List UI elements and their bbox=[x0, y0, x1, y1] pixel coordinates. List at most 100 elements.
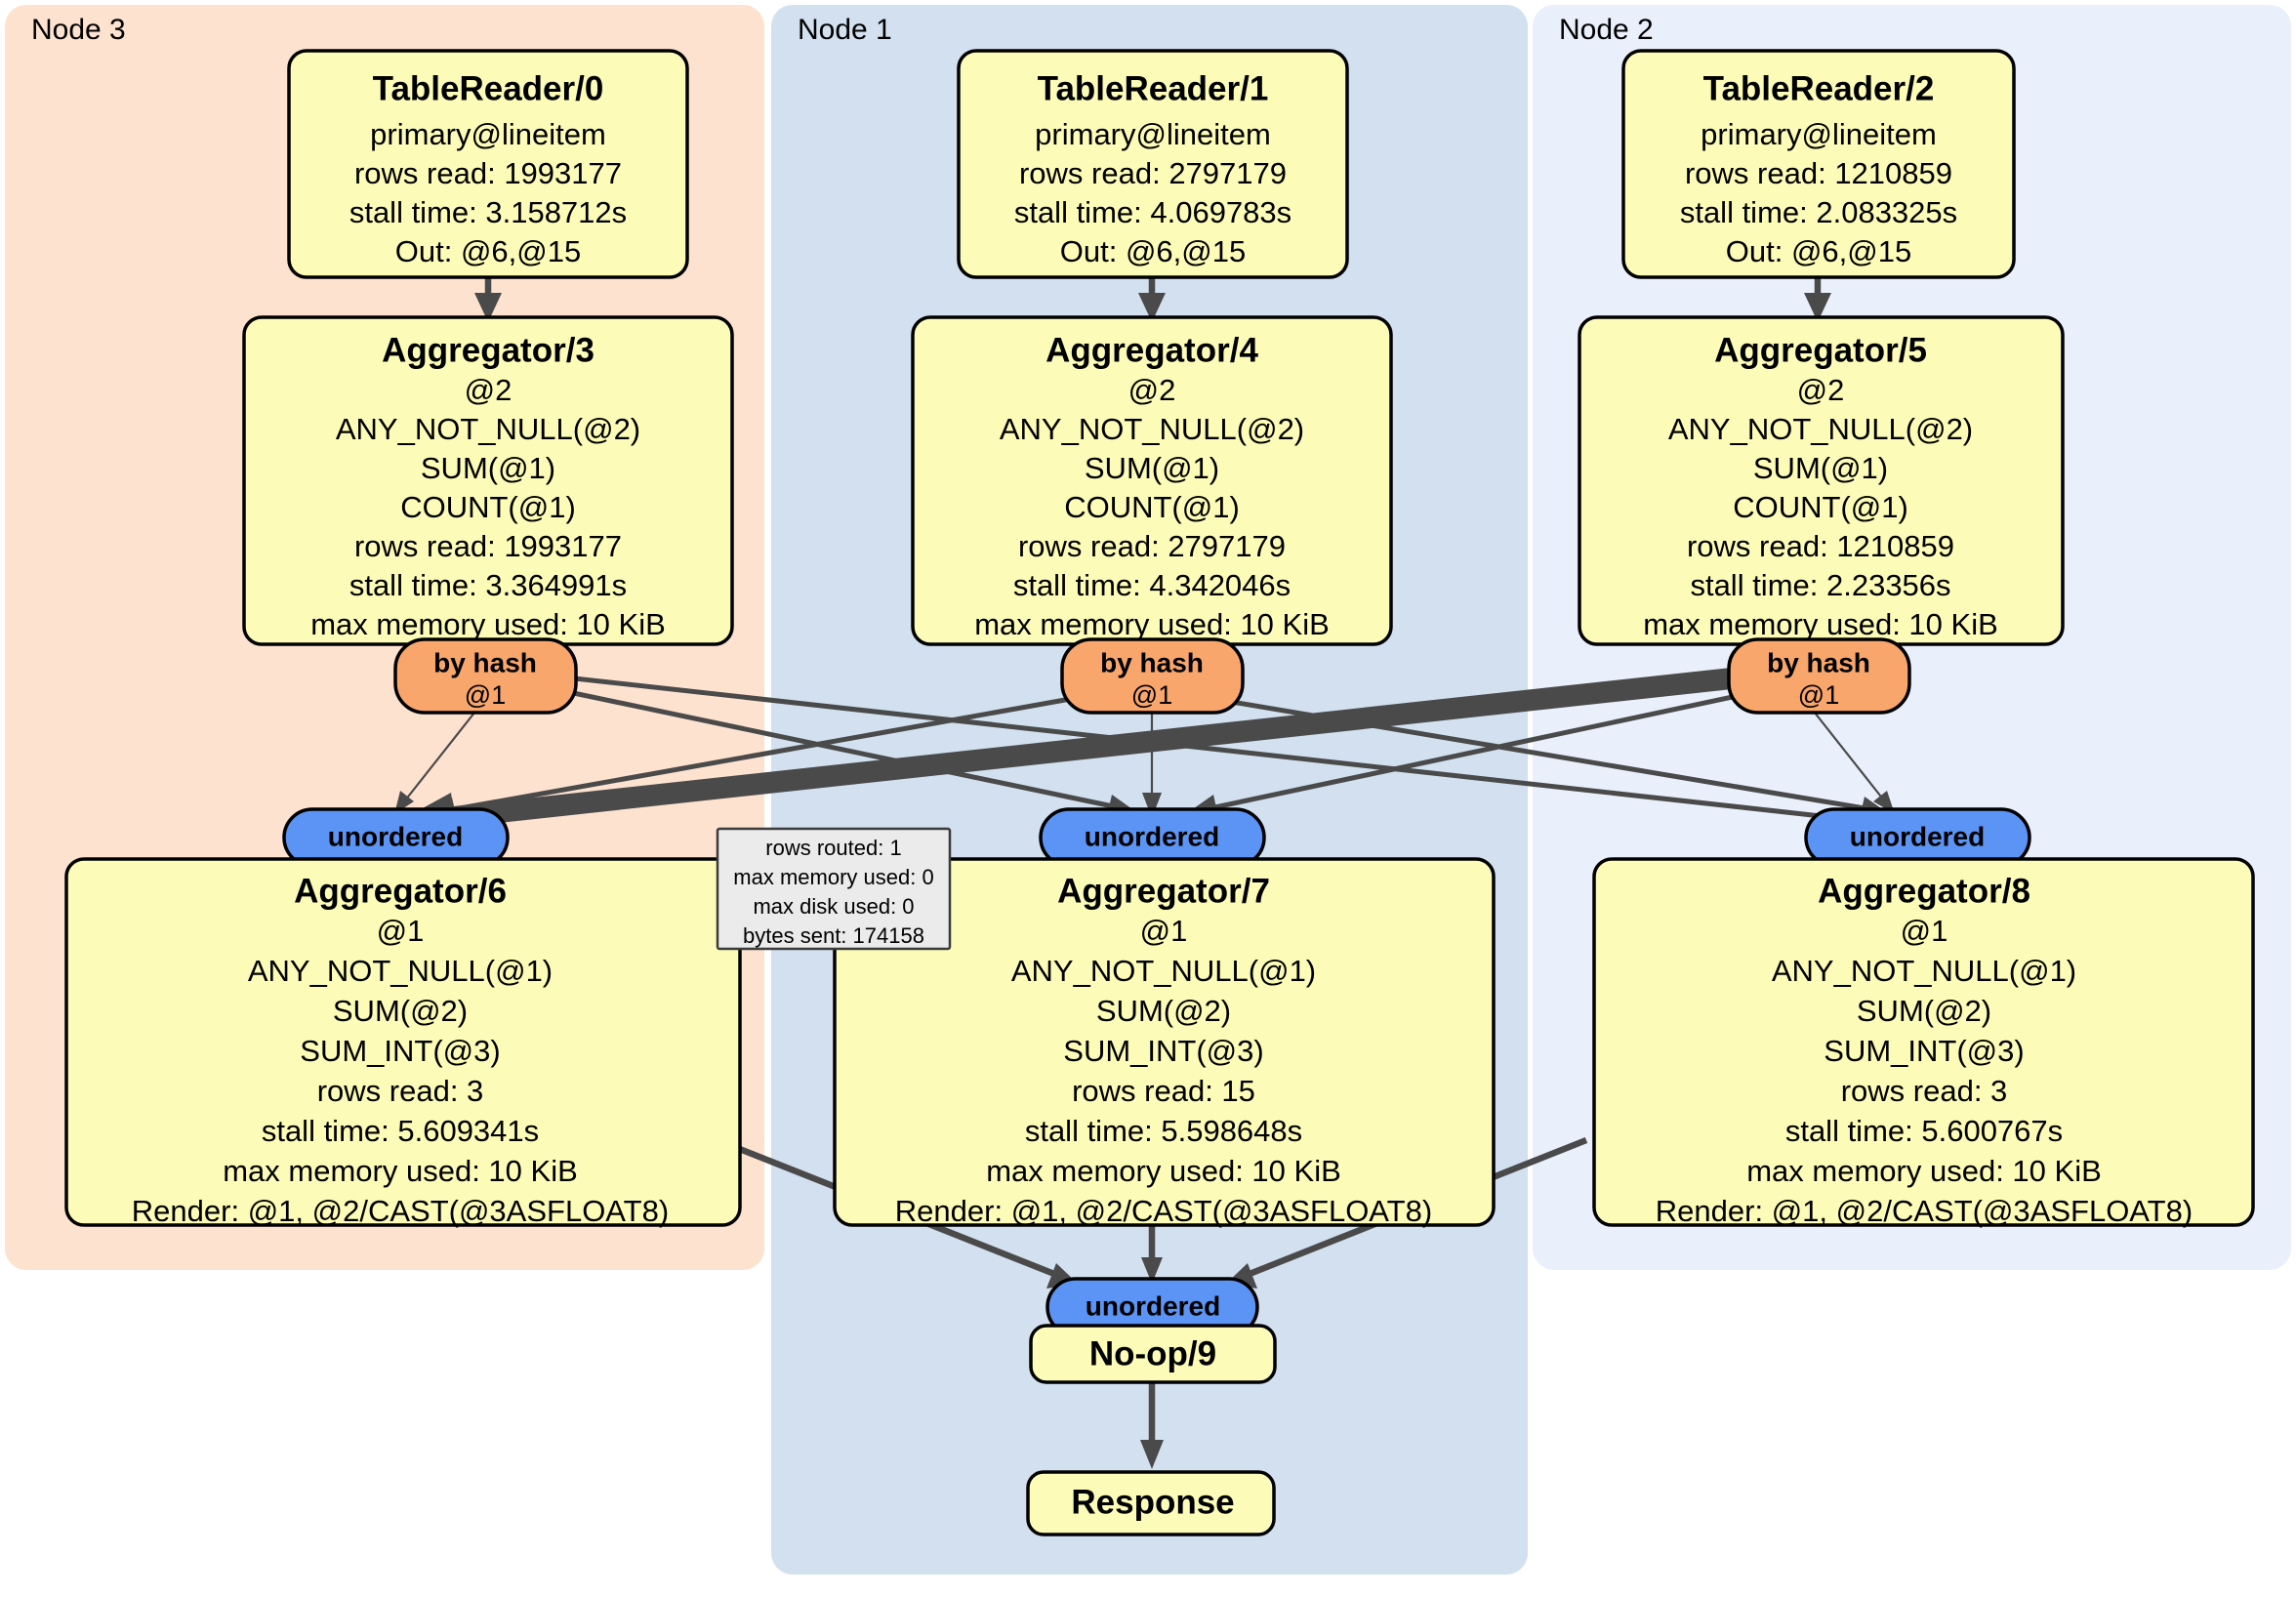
processor-aggregator3[interactable]: Aggregator/3 @2 ANY_NOT_NULL(@2) SUM(@1)… bbox=[242, 315, 734, 646]
tooltip-line-0: rows routed: 1 bbox=[765, 836, 901, 860]
processor-tablereader0[interactable]: TableReader/0 primary@lineitem rows read… bbox=[287, 49, 689, 279]
aggregator5-line-0: @2 bbox=[1797, 373, 1845, 407]
cluster-node2-label: Node 2 bbox=[1559, 14, 1654, 46]
aggregator5-line-1: ANY_NOT_NULL(@2) bbox=[1668, 412, 1973, 446]
aggregator4-line-4: rows read: 2797179 bbox=[1018, 529, 1286, 563]
aggregator5-line-4: rows read: 1210859 bbox=[1687, 529, 1954, 563]
tablereader2-line-0: primary@lineitem bbox=[1701, 117, 1937, 151]
processor-response[interactable]: Response bbox=[1026, 1470, 1276, 1536]
aggregator6-line-0: @1 bbox=[377, 914, 425, 948]
input-unordered-final[interactable]: unordered bbox=[1046, 1277, 1259, 1337]
edge-noop9-to-response bbox=[1140, 1376, 1164, 1469]
aggregator3-line-5: stall time: 3.364991s bbox=[349, 568, 627, 602]
byhash-left-sub: @1 bbox=[465, 680, 506, 710]
aggregator7-title: Aggregator/7 bbox=[1057, 872, 1270, 910]
aggregator8-line-4: rows read: 3 bbox=[1841, 1074, 2008, 1108]
aggregator6-line-4: rows read: 3 bbox=[317, 1074, 484, 1108]
router-byhash-center[interactable]: by hash @1 bbox=[1060, 637, 1245, 715]
aggregator4-line-5: stall time: 4.342046s bbox=[1013, 568, 1291, 602]
aggregator7-line-7: Render: @1, @2/CAST(@3ASFLOAT8) bbox=[895, 1194, 1432, 1228]
aggregator8-line-5: stall time: 5.600767s bbox=[1785, 1114, 2063, 1148]
tablereader0-title: TableReader/0 bbox=[373, 69, 604, 107]
aggregator8-line-2: SUM(@2) bbox=[1857, 994, 1991, 1028]
aggregator8-line-1: ANY_NOT_NULL(@1) bbox=[1772, 954, 2076, 988]
tablereader1-line-2: stall time: 4.069783s bbox=[1014, 195, 1292, 229]
aggregator6-line-5: stall time: 5.609341s bbox=[262, 1114, 539, 1148]
aggregator8-line-3: SUM_INT(@3) bbox=[1824, 1034, 2024, 1068]
aggregator6-line-1: ANY_NOT_NULL(@1) bbox=[248, 954, 553, 988]
aggregator7-line-1: ANY_NOT_NULL(@1) bbox=[1011, 954, 1316, 988]
router-byhash-right[interactable]: by hash @1 bbox=[1727, 637, 1911, 715]
aggregator3-line-1: ANY_NOT_NULL(@2) bbox=[336, 412, 640, 446]
unordered-left-label: unordered bbox=[328, 821, 463, 851]
processor-noop9[interactable]: No-op/9 bbox=[1029, 1324, 1277, 1384]
processor-tablereader1[interactable]: TableReader/1 primary@lineitem rows read… bbox=[957, 49, 1349, 279]
aggregator5-line-2: SUM(@1) bbox=[1753, 451, 1888, 485]
aggregator7-line-5: stall time: 5.598648s bbox=[1025, 1114, 1302, 1148]
processor-aggregator7[interactable]: Aggregator/7 @1 ANY_NOT_NULL(@1) SUM(@2)… bbox=[833, 857, 1496, 1228]
processor-tablereader2[interactable]: TableReader/2 primary@lineitem rows read… bbox=[1621, 49, 2016, 279]
aggregator5-line-6: max memory used: 10 KiB bbox=[1643, 607, 1998, 641]
aggregator7-line-3: SUM_INT(@3) bbox=[1063, 1034, 1263, 1068]
tablereader1-line-3: Out: @6,@15 bbox=[1060, 234, 1246, 268]
input-unordered-center[interactable]: unordered bbox=[1039, 807, 1266, 868]
router-byhash-left[interactable]: by hash @1 bbox=[393, 637, 578, 715]
edge-tablereader1-aggregator4 bbox=[1138, 276, 1166, 322]
tooltip-line-1: max memory used: 0 bbox=[733, 865, 933, 889]
processor-aggregator4[interactable]: Aggregator/4 @2 ANY_NOT_NULL(@2) SUM(@1)… bbox=[911, 315, 1393, 646]
aggregator8-line-7: Render: @1, @2/CAST(@3ASFLOAT8) bbox=[1656, 1194, 2193, 1228]
aggregator4-line-0: @2 bbox=[1128, 373, 1176, 407]
aggregator4-line-2: SUM(@1) bbox=[1085, 451, 1219, 485]
tablereader1-line-0: primary@lineitem bbox=[1035, 117, 1271, 151]
aggregator4-line-3: COUNT(@1) bbox=[1064, 490, 1240, 524]
aggregator3-line-0: @2 bbox=[465, 373, 512, 407]
processor-aggregator6[interactable]: Aggregator/6 @1 ANY_NOT_NULL(@1) SUM(@2)… bbox=[64, 857, 742, 1228]
aggregator6-line-6: max memory used: 10 KiB bbox=[223, 1154, 578, 1188]
tooltip-line-2: max disk used: 0 bbox=[753, 894, 914, 919]
tablereader0-line-3: Out: @6,@15 bbox=[395, 234, 581, 268]
aggregator8-line-6: max memory used: 10 KiB bbox=[1746, 1154, 2102, 1188]
aggregator6-line-3: SUM_INT(@3) bbox=[300, 1034, 500, 1068]
tablereader0-line-0: primary@lineitem bbox=[370, 117, 606, 151]
processor-aggregator8[interactable]: Aggregator/8 @1 ANY_NOT_NULL(@1) SUM(@2)… bbox=[1592, 857, 2255, 1228]
tablereader1-line-1: rows read: 2797179 bbox=[1019, 156, 1287, 190]
edge-tablereader0-aggregator3 bbox=[474, 276, 502, 322]
unordered-right-label: unordered bbox=[1850, 821, 1985, 851]
aggregator5-title: Aggregator/5 bbox=[1714, 331, 1927, 369]
aggregator7-line-4: rows read: 15 bbox=[1072, 1074, 1255, 1108]
aggregator6-title: Aggregator/6 bbox=[294, 872, 507, 910]
edge-byhash-center-to-unordered-center bbox=[1142, 711, 1162, 818]
processor-aggregator5[interactable]: Aggregator/5 @2 ANY_NOT_NULL(@2) SUM(@1)… bbox=[1578, 315, 2065, 646]
stream-stats-tooltip[interactable]: rows routed: 1 max memory used: 0 max di… bbox=[716, 827, 952, 951]
aggregator5-line-5: stall time: 2.23356s bbox=[1690, 568, 1950, 602]
aggregator4-line-6: max memory used: 10 KiB bbox=[974, 607, 1330, 641]
aggregator4-line-1: ANY_NOT_NULL(@2) bbox=[1000, 412, 1304, 446]
noop9-title: No-op/9 bbox=[1089, 1334, 1216, 1372]
tablereader0-line-2: stall time: 3.158712s bbox=[349, 195, 627, 229]
tablereader2-line-3: Out: @6,@15 bbox=[1726, 234, 1911, 268]
edge-aggregator7-to-unordered-final bbox=[1141, 1225, 1163, 1284]
aggregator3-line-3: COUNT(@1) bbox=[400, 490, 576, 524]
aggregator6-line-7: Render: @1, @2/CAST(@3ASFLOAT8) bbox=[132, 1194, 669, 1228]
byhash-left-label: by hash bbox=[433, 647, 537, 677]
aggregator8-title: Aggregator/8 bbox=[1818, 872, 2030, 910]
tooltip-line-3: bytes sent: 174158 bbox=[743, 923, 924, 948]
aggregator8-line-0: @1 bbox=[1901, 914, 1948, 948]
tablereader2-line-2: stall time: 2.083325s bbox=[1680, 195, 1957, 229]
tablereader2-title: TableReader/2 bbox=[1703, 69, 1935, 107]
cluster-node1-label: Node 1 bbox=[798, 14, 892, 46]
tablereader2-line-1: rows read: 1210859 bbox=[1685, 156, 1952, 190]
aggregator7-line-6: max memory used: 10 KiB bbox=[986, 1154, 1341, 1188]
response-title: Response bbox=[1071, 1483, 1234, 1521]
aggregator3-line-6: max memory used: 10 KiB bbox=[310, 607, 666, 641]
unordered-final-label: unordered bbox=[1086, 1290, 1220, 1321]
aggregator4-title: Aggregator/4 bbox=[1046, 331, 1258, 369]
byhash-right-label: by hash bbox=[1767, 647, 1870, 677]
tablereader1-title: TableReader/1 bbox=[1038, 69, 1269, 107]
aggregator7-line-2: SUM(@2) bbox=[1096, 994, 1231, 1028]
aggregator5-line-3: COUNT(@1) bbox=[1733, 490, 1908, 524]
edge-tablereader2-aggregator5 bbox=[1804, 276, 1831, 322]
cluster-node3-label: Node 3 bbox=[31, 14, 126, 46]
